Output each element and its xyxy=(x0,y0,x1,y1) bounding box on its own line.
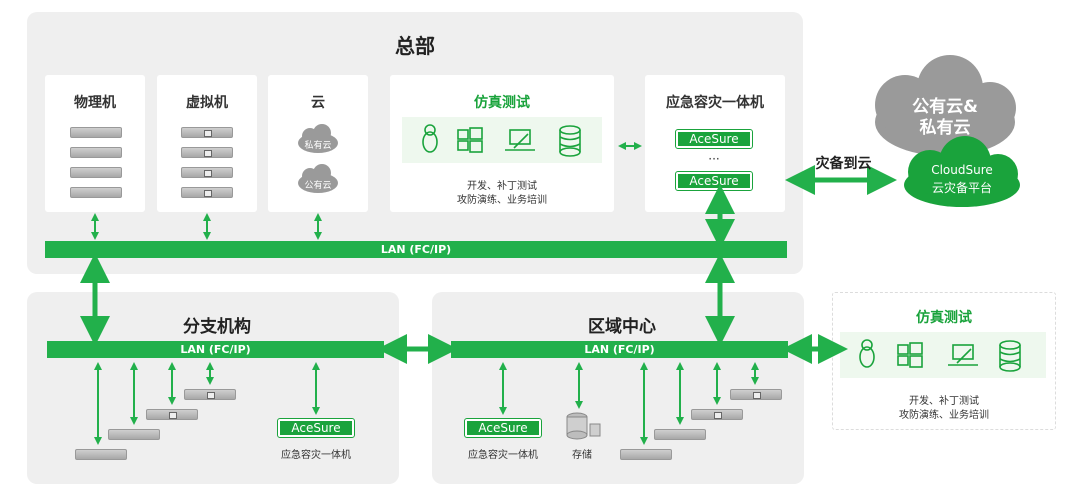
branch-title: 分支机构 xyxy=(183,317,251,337)
public-private-line2: 私有云 xyxy=(919,118,971,138)
database-icon xyxy=(999,340,1021,372)
physical-server xyxy=(70,127,122,138)
linux-icon xyxy=(422,124,438,153)
appliance-hq-dots: ··· xyxy=(708,152,720,166)
virtual-server xyxy=(181,167,233,178)
public-cloud-label: 公有云 xyxy=(304,181,332,191)
sim-right-line1: 开发、补丁测试 xyxy=(909,396,979,407)
virtual-server xyxy=(181,147,233,158)
branch-appliance-label: 应急容灾一体机 xyxy=(281,450,351,461)
region-lan-bar: LAN (FC/IP) xyxy=(451,341,788,358)
physical-server xyxy=(70,187,122,198)
sim-hq-line2: 攻防演练、业务培训 xyxy=(457,195,547,206)
virtual-server xyxy=(181,127,233,138)
region-storage-label: 存储 xyxy=(572,450,592,461)
database-icon xyxy=(559,125,581,157)
windows-icon xyxy=(897,342,923,368)
linux-icon xyxy=(859,339,875,368)
sim-hq-title: 仿真测试 xyxy=(474,95,530,111)
sim-hq-line1: 开发、补丁测试 xyxy=(467,181,537,192)
storage-icon xyxy=(566,412,601,440)
branch-vserver xyxy=(146,409,198,420)
public-private-cloud xyxy=(875,55,1016,156)
cloudsure-sub: 云灾备平台 xyxy=(931,181,992,195)
hq-title: 总部 xyxy=(395,34,435,58)
acesure-device: AceSure xyxy=(675,129,753,149)
public-private-line1: 公有云& xyxy=(912,97,978,117)
region-server xyxy=(654,429,706,440)
private-cloud-icon xyxy=(298,124,338,153)
sim-right-title: 仿真测试 xyxy=(916,310,972,326)
region-appliance-label: 应急容灾一体机 xyxy=(468,450,538,461)
cloudsure-name: CloudSure xyxy=(931,163,993,177)
branch-server xyxy=(75,449,127,460)
laptop-icon xyxy=(505,129,535,151)
physical-title: 物理机 xyxy=(74,95,116,111)
private-cloud-label: 私有云 xyxy=(304,141,332,151)
cloud-backup-label: 灾备到云 xyxy=(815,156,872,172)
appliance-hq-title: 应急容灾一体机 xyxy=(666,95,764,111)
laptop-icon xyxy=(948,344,978,366)
branch-lan-bar: LAN (FC/IP) xyxy=(47,341,384,358)
branch-server xyxy=(108,429,160,440)
virtual-server xyxy=(181,187,233,198)
region-vserver xyxy=(730,389,782,400)
cloud-title: 云 xyxy=(311,95,325,111)
cloudsure-cloud xyxy=(904,136,1020,207)
region-vserver xyxy=(691,409,743,420)
windows-icon xyxy=(457,127,483,153)
branch-vserver xyxy=(184,389,236,400)
public-cloud-icon xyxy=(298,164,338,193)
physical-server xyxy=(70,167,122,178)
acesure-device: AceSure xyxy=(464,418,542,438)
acesure-device: AceSure xyxy=(277,418,355,438)
region-server xyxy=(620,449,672,460)
physical-server xyxy=(70,147,122,158)
virtual-title: 虚拟机 xyxy=(186,95,228,111)
region-zone xyxy=(432,292,804,484)
hq-lan-bar: LAN (FC/IP) xyxy=(45,241,787,258)
region-title: 区域中心 xyxy=(588,317,656,337)
sim-right-line2: 攻防演练、业务培训 xyxy=(899,410,989,421)
